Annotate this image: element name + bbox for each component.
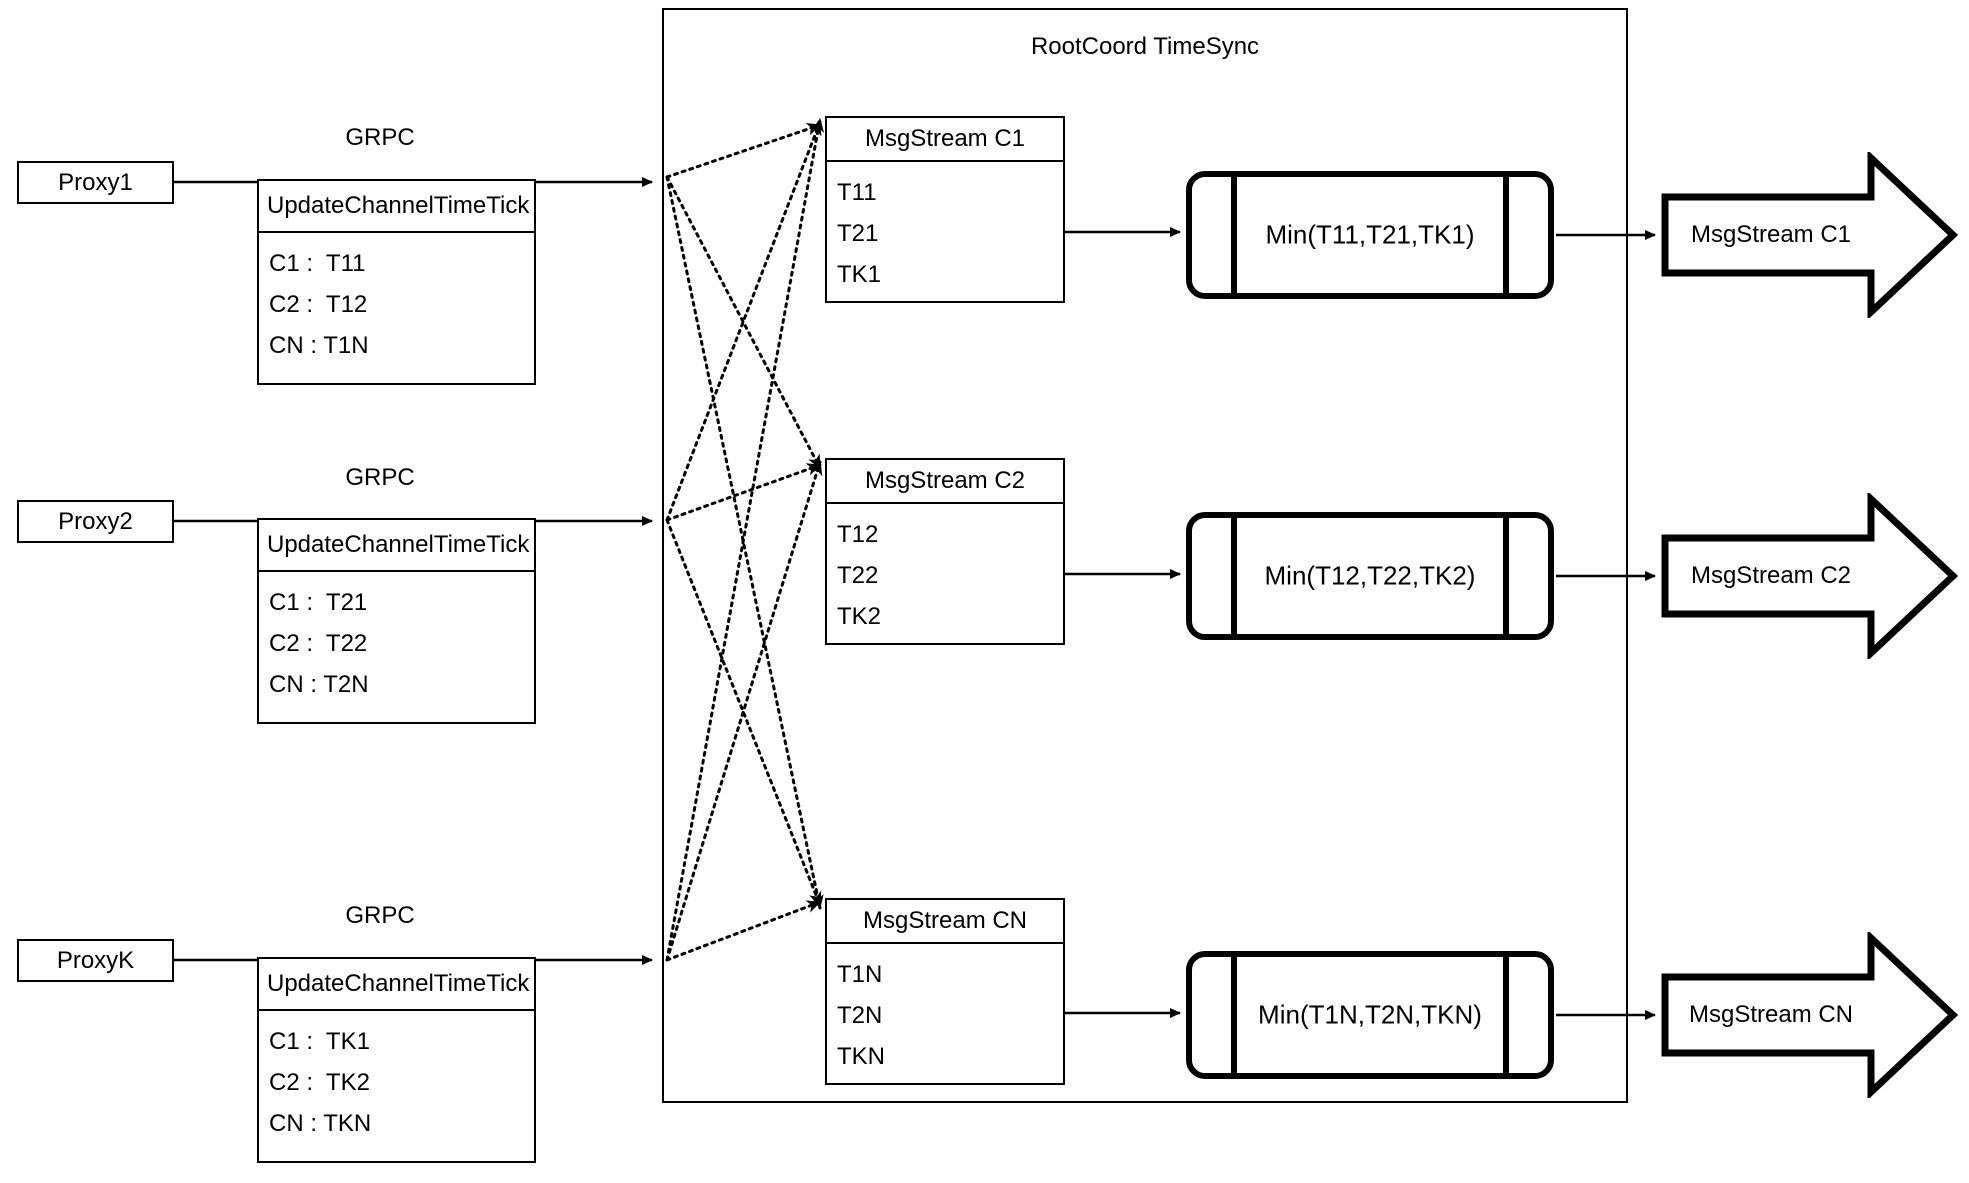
timetick-row: CN : T1N bbox=[269, 331, 369, 359]
msgstream-box-2: MsgStream C2 T12 T22 TK2 bbox=[825, 458, 1065, 645]
update-channel-timetick-title-2: UpdateChannelTimeTick bbox=[259, 520, 534, 572]
update-channel-timetick-box-3: UpdateChannelTimeTick C1 : TK1 C2 : TK2 … bbox=[257, 957, 536, 1163]
update-channel-timetick-box-2: UpdateChannelTimeTick C1 : T21 C2 : T22 … bbox=[257, 518, 536, 724]
proxy-label-3: ProxyK bbox=[56, 946, 135, 974]
update-channel-timetick-rows-2: C1 : T21 C2 : T22 CN : T2N bbox=[259, 572, 534, 722]
proxy-box-2[interactable]: Proxy2 bbox=[17, 500, 174, 543]
msgstream-ticks-2: T12 T22 TK2 bbox=[827, 504, 1063, 643]
tick-row: TKN bbox=[837, 1042, 885, 1070]
timetick-row: C2 : T22 bbox=[269, 629, 368, 657]
min-process-1: Min(T11,T21,TK1) bbox=[1186, 171, 1554, 299]
rootcoord-timesync-container bbox=[662, 8, 1628, 1103]
tick-row: TK2 bbox=[837, 602, 882, 630]
proxy-box-1[interactable]: Proxy1 bbox=[17, 161, 174, 204]
output-msgstream-arrow-3: MsgStream CN bbox=[1661, 932, 1958, 1098]
rootcoord-timesync-title: RootCoord TimeSync bbox=[1030, 33, 1260, 60]
update-channel-timetick-rows-1: C1 : T11 C2 : T12 CN : T1N bbox=[259, 233, 534, 383]
proxy-label-1: Proxy1 bbox=[58, 168, 133, 196]
update-channel-timetick-box-1: UpdateChannelTimeTick C1 : T11 C2 : T12 … bbox=[257, 179, 536, 385]
timetick-row: C2 : TK2 bbox=[269, 1068, 370, 1096]
msgstream-title-1: MsgStream C1 bbox=[827, 118, 1063, 162]
grpc-label-3: GRPC bbox=[345, 902, 415, 929]
timetick-row: C1 : T21 bbox=[269, 588, 368, 616]
update-channel-timetick-title-1: UpdateChannelTimeTick bbox=[259, 181, 534, 233]
timetick-row: CN : T2N bbox=[269, 670, 369, 698]
tick-row: T21 bbox=[837, 219, 879, 247]
msgstream-ticks-1: T11 T21 TK1 bbox=[827, 162, 1063, 301]
proxy-label-2: Proxy2 bbox=[58, 507, 133, 535]
timetick-row: CN : TKN bbox=[269, 1109, 372, 1137]
msgstream-ticks-3: T1N T2N TKN bbox=[827, 944, 1063, 1083]
update-channel-timetick-rows-3: C1 : TK1 C2 : TK2 CN : TKN bbox=[259, 1011, 534, 1161]
timetick-row: C1 : TK1 bbox=[269, 1027, 370, 1055]
grpc-label-2: GRPC bbox=[345, 464, 415, 491]
msgstream-box-1: MsgStream C1 T11 T21 TK1 bbox=[825, 116, 1065, 303]
msgstream-box-3: MsgStream CN T1N T2N TKN bbox=[825, 898, 1065, 1085]
msgstream-title-3: MsgStream CN bbox=[827, 900, 1063, 944]
timetick-row: C2 : T12 bbox=[269, 290, 368, 318]
tick-row: T12 bbox=[837, 520, 879, 548]
min-process-2: Min(T12,T22,TK2) bbox=[1186, 512, 1554, 640]
msgstream-title-2: MsgStream C2 bbox=[827, 460, 1063, 504]
update-channel-timetick-title-3: UpdateChannelTimeTick bbox=[259, 959, 534, 1011]
tick-row: TK1 bbox=[837, 260, 882, 288]
timetick-row: C1 : T11 bbox=[269, 249, 366, 277]
grpc-label-1: GRPC bbox=[345, 124, 415, 151]
tick-row: T22 bbox=[837, 561, 879, 589]
min-process-3: Min(T1N,T2N,TKN) bbox=[1186, 951, 1554, 1079]
tick-row: T1N bbox=[837, 960, 883, 988]
tick-row: T11 bbox=[837, 178, 877, 206]
proxy-box-3[interactable]: ProxyK bbox=[17, 939, 174, 982]
tick-row: T2N bbox=[837, 1001, 883, 1029]
output-msgstream-arrow-2: MsgStream C2 bbox=[1661, 493, 1958, 659]
output-msgstream-arrow-1: MsgStream C1 bbox=[1661, 152, 1958, 318]
